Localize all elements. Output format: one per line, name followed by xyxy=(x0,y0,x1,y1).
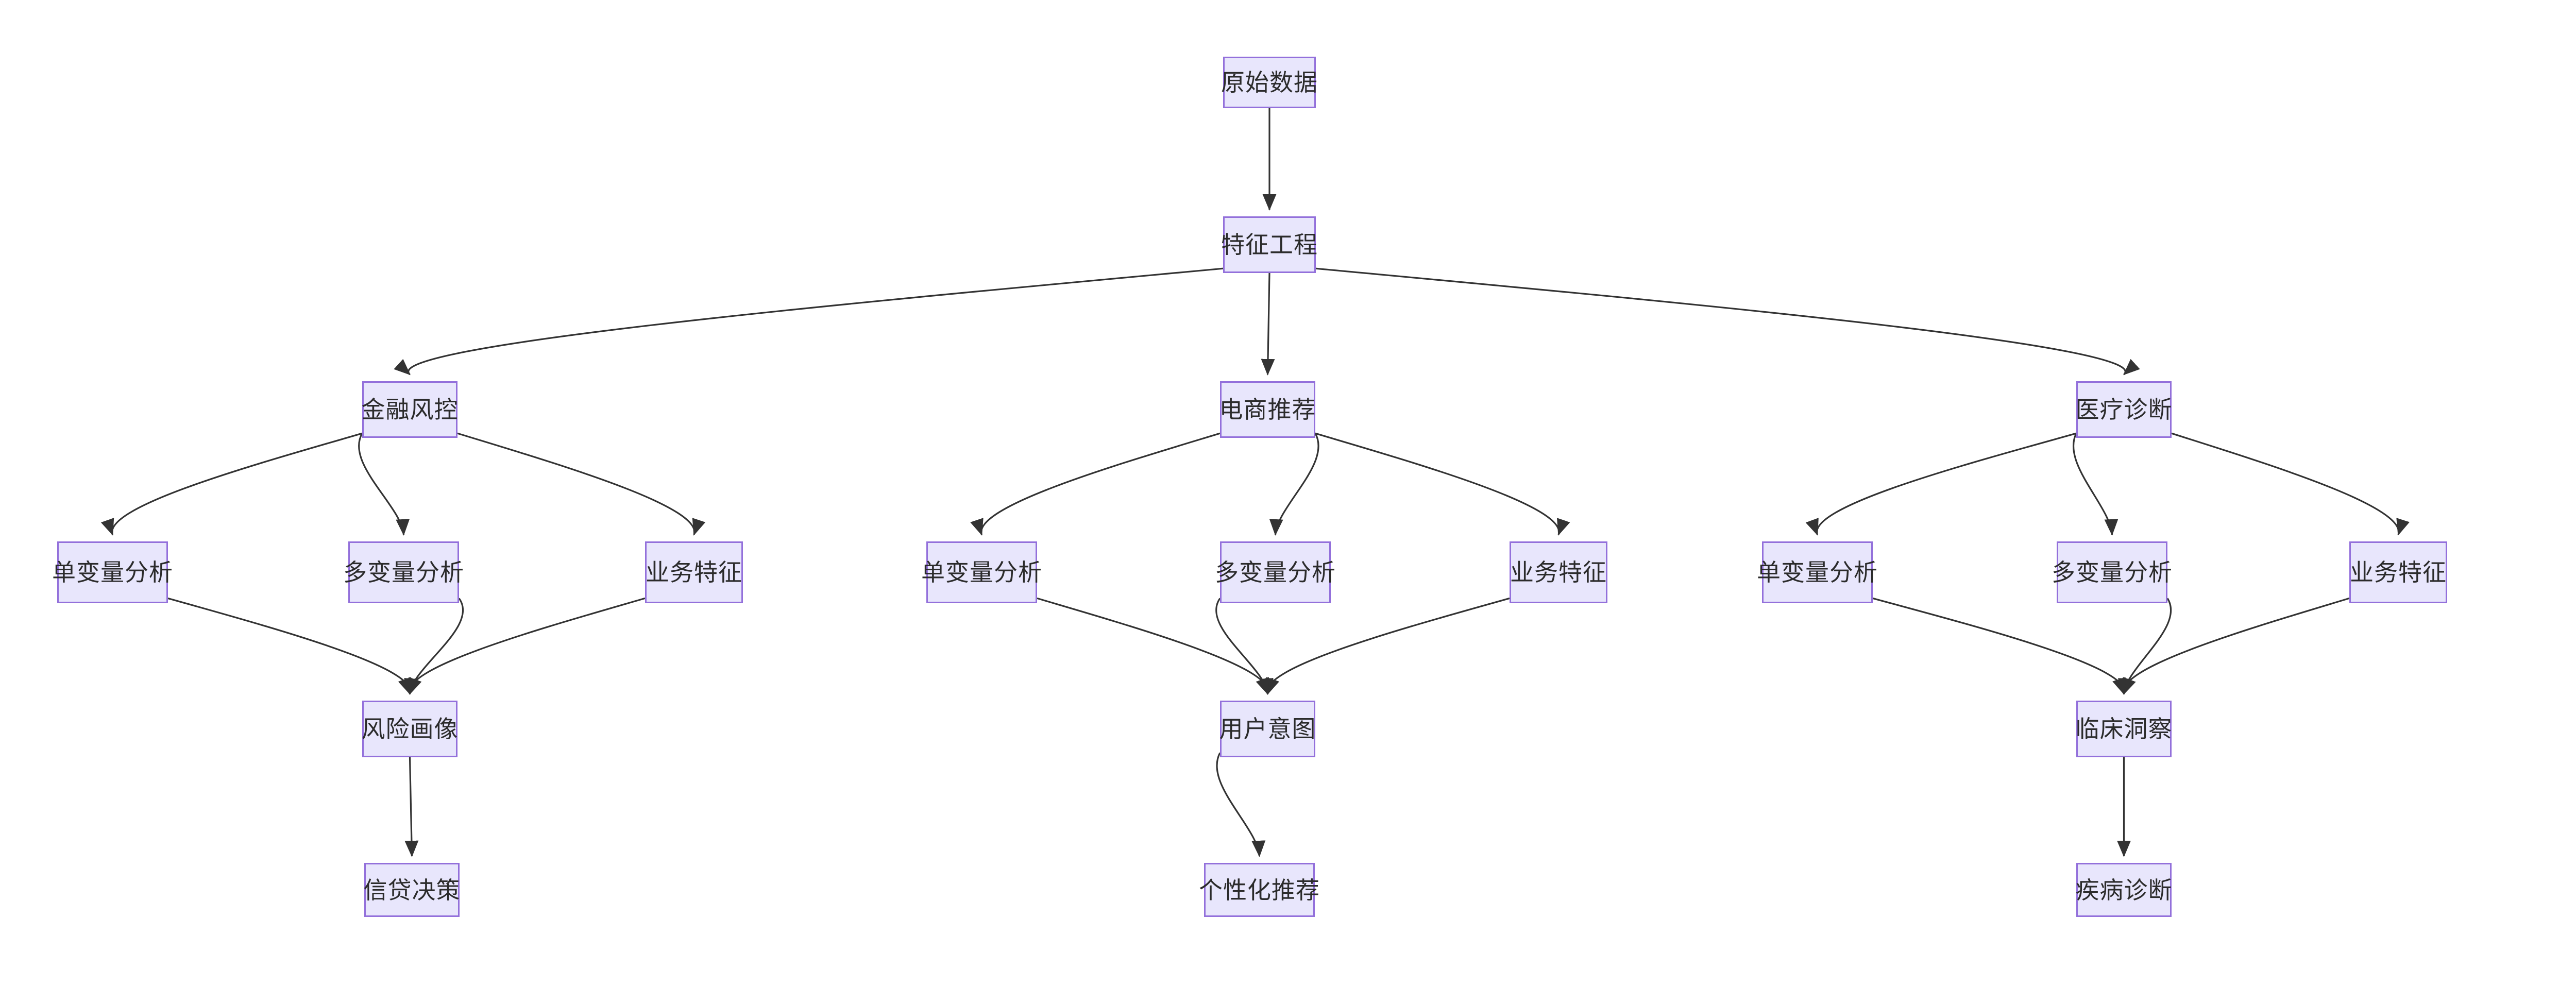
edge-feature_eng-to-fin_risk xyxy=(394,267,1224,376)
node-label: 业务特征 xyxy=(646,559,742,586)
edge-med_diag-to-med_uni xyxy=(1805,432,2077,536)
node-label: 原始数据 xyxy=(1221,69,1318,96)
node-label: 业务特征 xyxy=(1510,559,1607,586)
edge-ecom_rec-to-ecom_multi xyxy=(1269,433,1319,536)
node-med_biz[interactable]: 业务特征 xyxy=(2349,541,2447,603)
node-ecom_biz[interactable]: 业务特征 xyxy=(1510,541,1607,603)
edge-fin_risk-to-fin_multi xyxy=(358,433,410,536)
node-credit_decision[interactable]: 信贷决策 xyxy=(364,863,460,917)
edge-fin_risk-to-fin_uni xyxy=(100,432,363,536)
edge-user_intent-to-personal_rec xyxy=(1216,752,1266,857)
node-label: 多变量分析 xyxy=(1215,559,1336,586)
edge-fin_biz-to-risk_profile xyxy=(398,597,646,695)
node-label: 临床洞察 xyxy=(2075,716,2173,742)
node-label: 单变量分析 xyxy=(921,559,1042,586)
node-fin_multi[interactable]: 多变量分析 xyxy=(343,541,464,603)
node-personal_rec[interactable]: 个性化推荐 xyxy=(1199,863,1319,917)
node-ecom_rec[interactable]: 电商推荐 xyxy=(1219,381,1316,438)
edge-med_biz-to-clinical_insight xyxy=(2112,597,2350,695)
edge-ecom_uni-to-user_intent xyxy=(1037,597,1279,695)
node-risk_profile[interactable]: 风险画像 xyxy=(361,701,459,757)
node-disease_diag[interactable]: 疾病诊断 xyxy=(2076,863,2172,917)
node-label: 特征工程 xyxy=(1221,231,1318,258)
node-ecom_uni[interactable]: 单变量分析 xyxy=(921,541,1042,603)
edge-risk_profile-to-credit_decision xyxy=(404,757,419,857)
node-raw_data[interactable]: 原始数据 xyxy=(1221,57,1318,108)
edge-med_multi-to-clinical_insight xyxy=(2118,598,2172,695)
edge-med_uni-to-clinical_insight xyxy=(1872,597,2136,695)
edge-fin_multi-to-risk_profile xyxy=(404,598,464,695)
node-label: 疾病诊断 xyxy=(2075,876,2173,904)
node-fin_risk[interactable]: 金融风控 xyxy=(361,381,459,438)
node-ecom_multi[interactable]: 多变量分析 xyxy=(1215,541,1335,603)
edge-feature_eng-to-med_diag xyxy=(1315,267,2140,376)
edge-fin_risk-to-fin_biz xyxy=(457,432,706,536)
edge-ecom_multi-to-user_intent xyxy=(1215,598,1274,695)
node-label: 业务特征 xyxy=(2350,559,2447,586)
node-feature_eng[interactable]: 特征工程 xyxy=(1221,216,1318,273)
node-label: 金融风控 xyxy=(361,396,459,423)
edge-feature_eng-to-ecom_rec xyxy=(1261,273,1275,376)
node-label: 风险画像 xyxy=(361,716,459,742)
node-user_intent[interactable]: 用户意图 xyxy=(1219,701,1316,757)
node-fin_biz[interactable]: 业务特征 xyxy=(645,541,743,603)
node-med_diag[interactable]: 医疗诊断 xyxy=(2076,381,2172,438)
node-label: 单变量分析 xyxy=(1757,559,1878,586)
node-med_uni[interactable]: 单变量分析 xyxy=(1757,541,1877,603)
edge-ecom_biz-to-user_intent xyxy=(1256,597,1510,695)
edge-fin_uni-to-risk_profile xyxy=(167,597,422,695)
edge-ecom_rec-to-ecom_uni xyxy=(970,432,1221,536)
node-clinical_insight[interactable]: 临床洞察 xyxy=(2076,701,2172,757)
node-label: 信贷决策 xyxy=(363,876,461,904)
node-label: 多变量分析 xyxy=(343,559,464,586)
node-label: 单变量分析 xyxy=(52,559,173,586)
edge-med_diag-to-med_biz xyxy=(2171,432,2410,536)
node-label: 电商推荐 xyxy=(1219,396,1316,423)
node-med_multi[interactable]: 多变量分析 xyxy=(2052,541,2172,603)
node-label: 多变量分析 xyxy=(2052,559,2173,586)
node-fin_uni[interactable]: 单变量分析 xyxy=(52,541,173,603)
edge-ecom_rec-to-ecom_biz xyxy=(1315,432,1570,536)
node-label: 医疗诊断 xyxy=(2075,396,2173,423)
edge-med_diag-to-med_multi xyxy=(2072,433,2119,536)
node-label: 用户意图 xyxy=(1219,716,1316,742)
node-label: 个性化推荐 xyxy=(1199,876,1320,904)
